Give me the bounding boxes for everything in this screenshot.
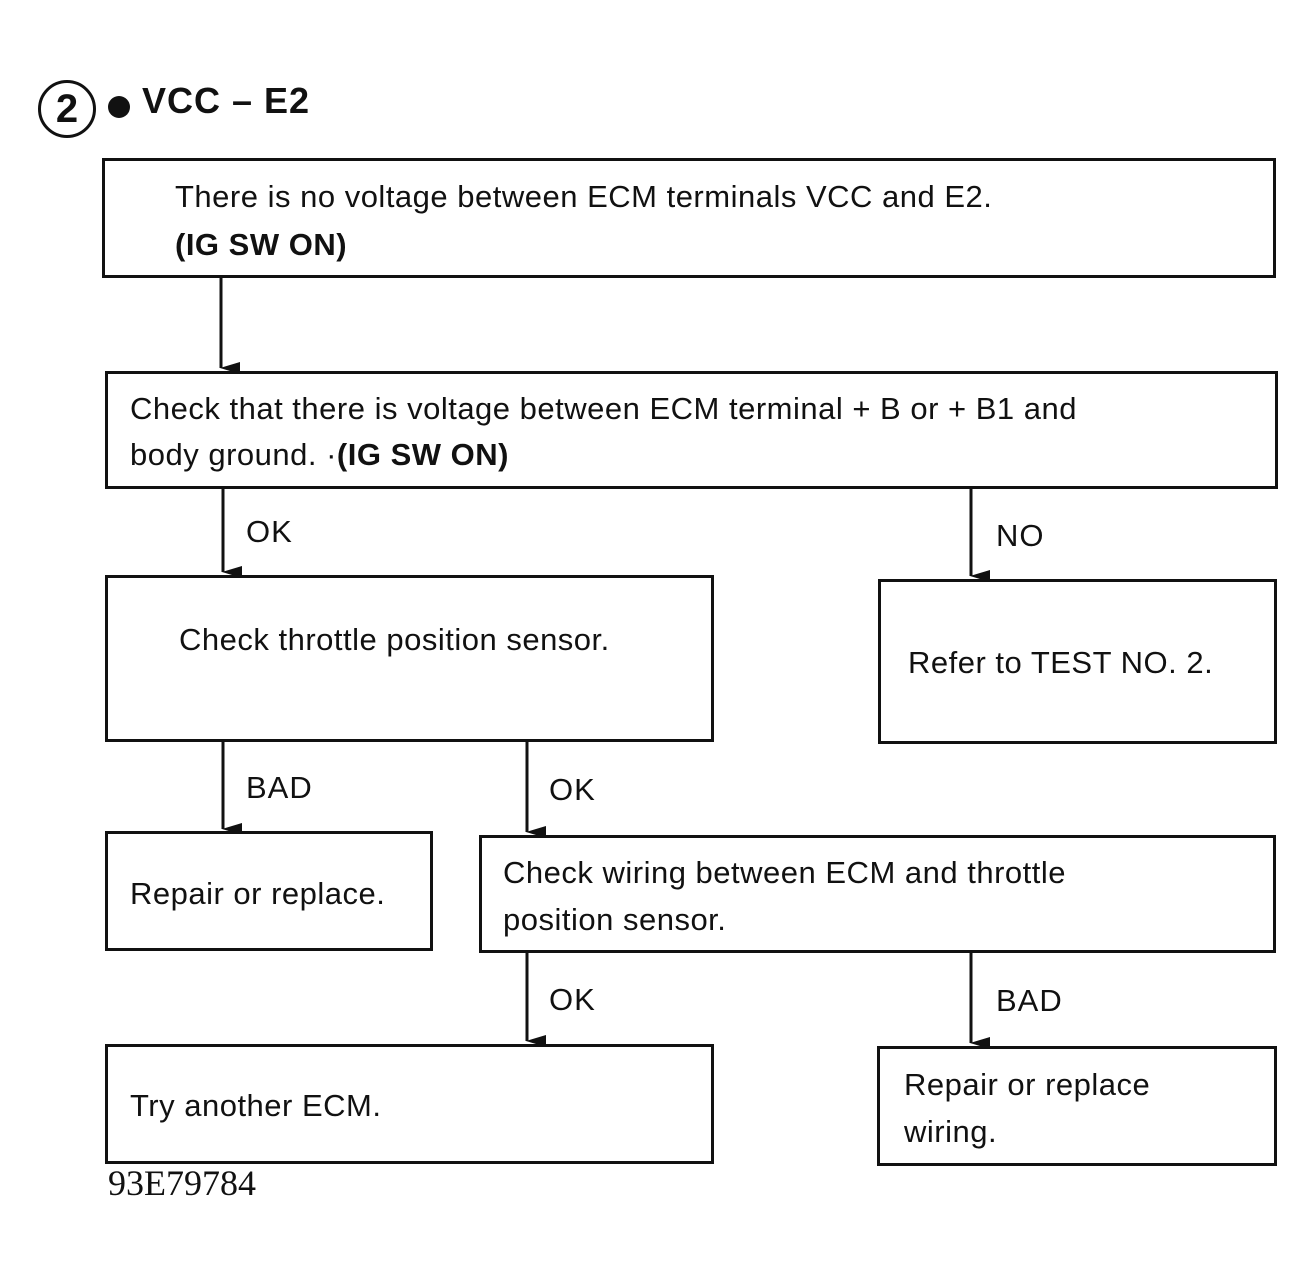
repair-replace-box: Repair or replace. bbox=[105, 831, 433, 951]
try-ecm-box: Try another ECM. bbox=[105, 1044, 714, 1164]
try-ecm-text: Try another ECM. bbox=[130, 1088, 382, 1123]
check-wiring-box: Check wiring between ECM and throttle po… bbox=[479, 835, 1276, 953]
check-tps-text: Check throttle position sensor. bbox=[179, 622, 610, 657]
label-ok-1: OK bbox=[246, 514, 293, 549]
repair-wiring-box: Repair or replace wiring. bbox=[877, 1046, 1277, 1166]
check-voltage-text-line1: Check that there is voltage between ECM … bbox=[130, 391, 1077, 426]
check-voltage-text-line2: body ground. ·(IG SW ON) bbox=[130, 431, 509, 478]
check-tps-box: Check throttle position sensor. bbox=[105, 575, 714, 742]
no-voltage-condition: (IG SW ON) bbox=[175, 227, 348, 262]
no-voltage-text: There is no voltage between ECM terminal… bbox=[175, 179, 993, 214]
refer-test-box: Refer to TEST NO. 2. bbox=[878, 579, 1277, 744]
label-bad-2: BAD bbox=[996, 983, 1063, 1018]
bullet-icon bbox=[108, 96, 130, 118]
page-title: VCC – E2 bbox=[142, 80, 311, 121]
reference-code: 93E79784 bbox=[108, 1163, 256, 1203]
label-no-1: NO bbox=[996, 518, 1045, 553]
repair-wiring-text-line2: wiring. bbox=[904, 1114, 998, 1149]
label-ok-2: OK bbox=[549, 772, 596, 807]
refer-test-text: Refer to TEST NO. 2. bbox=[908, 645, 1214, 680]
check-wiring-text-line2: position sensor. bbox=[503, 902, 727, 937]
check-wiring-text-line1: Check wiring between ECM and throttle bbox=[503, 855, 1066, 890]
repair-replace-text: Repair or replace. bbox=[130, 876, 386, 911]
label-bad-1: BAD bbox=[246, 770, 313, 805]
check-voltage-box: Check that there is voltage between ECM … bbox=[105, 371, 1278, 489]
no-voltage-box: There is no voltage between ECM terminal… bbox=[102, 158, 1276, 278]
check-voltage-condition: (IG SW ON) bbox=[336, 437, 509, 472]
step-number-circle: 2 bbox=[38, 80, 96, 138]
repair-wiring-text-line1: Repair or replace bbox=[904, 1067, 1151, 1102]
label-ok-3: OK bbox=[549, 982, 596, 1017]
check-voltage-text-prefix: body ground. · bbox=[130, 437, 337, 472]
